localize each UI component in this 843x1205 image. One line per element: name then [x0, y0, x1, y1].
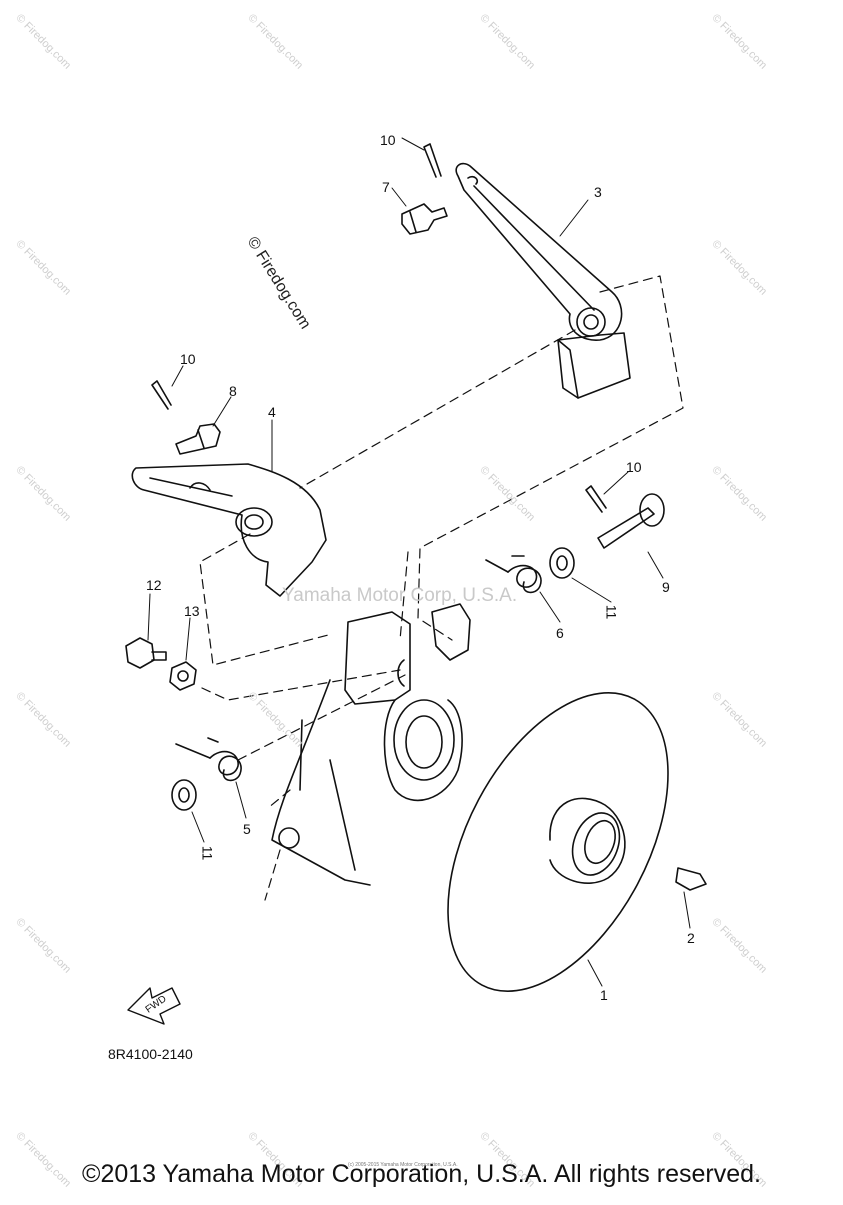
cotter-pins [151, 143, 607, 513]
leader-lines [147, 137, 691, 987]
callout-5: 5 [243, 821, 251, 837]
callout-11: 11 [603, 604, 620, 620]
arm-part-4 [131, 463, 327, 597]
copyright-footer: ©2013 Yamaha Motor Corporation, U.S.A. A… [82, 1160, 761, 1188]
pin-part-7 [401, 203, 448, 235]
callout-4: 4 [268, 404, 276, 420]
callout-1: 1 [600, 987, 608, 1003]
arm-part-3 [455, 162, 631, 399]
callout-10: 10 [180, 351, 196, 367]
bolt-part-12 [125, 637, 167, 669]
callout-3: 3 [594, 184, 602, 200]
nut-part-13 [169, 661, 197, 691]
pin-part-9 [597, 493, 665, 549]
callout-12: 12 [146, 577, 162, 593]
fwd-arrow-icon [127, 987, 181, 1025]
yamaha-watermark: Yamaha Motor Corp, U.S.A. [282, 585, 518, 606]
callout-9: 9 [662, 579, 670, 595]
callout-10: 10 [380, 132, 396, 148]
assembly-lines [199, 275, 684, 901]
callout-13: 13 [184, 603, 200, 619]
callout-7: 7 [382, 179, 390, 195]
callout-8: 8 [229, 383, 237, 399]
callout-10: 10 [626, 459, 642, 475]
disc-part-1 [447, 692, 669, 992]
callout-2: 2 [687, 930, 695, 946]
key-part-2 [675, 867, 707, 891]
pin-part-8 [175, 423, 221, 455]
callout-6: 6 [556, 625, 564, 641]
washers [171, 547, 575, 811]
diagram-code: 8R4100-2140 [108, 1046, 193, 1062]
spring-part-5 [175, 737, 242, 782]
footer-small-copyright: (c) 2005-2015 Yamaha Motor Corporation, … [348, 1162, 458, 1168]
housing [271, 603, 471, 886]
callout-11: 11 [199, 845, 216, 861]
spring-part-6 [485, 555, 542, 594]
